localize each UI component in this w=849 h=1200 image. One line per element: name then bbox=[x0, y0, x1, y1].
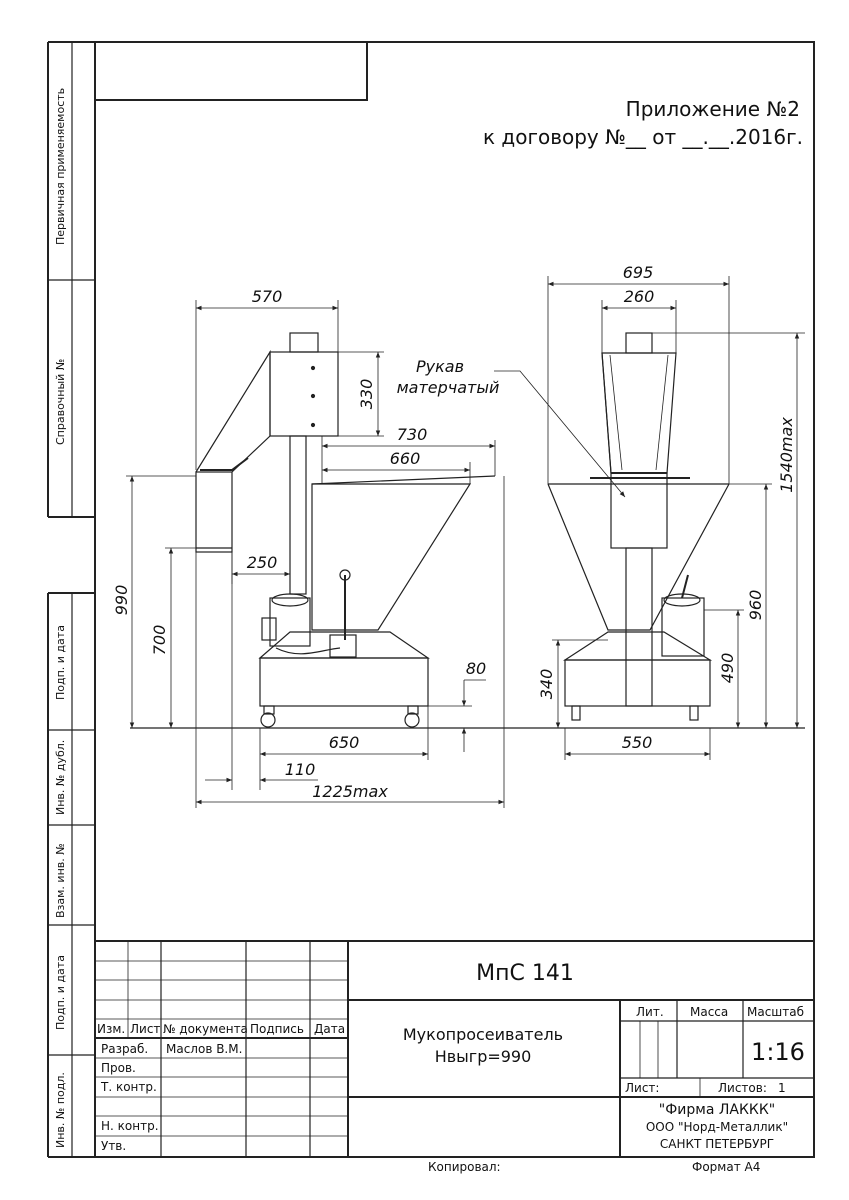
dim-660: 660 bbox=[390, 449, 421, 468]
appendix-subtitle: к договору №__ от __.__.2016г. bbox=[483, 125, 803, 149]
sleeve-callout: Рукав матерчатый bbox=[397, 357, 626, 498]
hdr-izm: Изм. bbox=[97, 1022, 125, 1036]
dim-80: 80 bbox=[466, 659, 486, 678]
dim-490: 490 bbox=[718, 653, 737, 684]
role-prov: Пров. bbox=[101, 1061, 136, 1075]
role-tkontr: Т. контр. bbox=[100, 1080, 157, 1094]
masshtab-label: Масштаб bbox=[747, 1005, 804, 1019]
side-label-inv-podl: Инв. № подл. bbox=[54, 1072, 67, 1148]
side-view-drawing bbox=[195, 332, 496, 728]
lit-label: Лит. bbox=[636, 1005, 664, 1019]
sheets-count: 1 bbox=[778, 1081, 786, 1095]
sheets-label: Листов: bbox=[718, 1081, 767, 1095]
dim-650: 650 bbox=[329, 733, 360, 752]
appendix-title: Приложение №2 bbox=[626, 97, 800, 121]
dim-730: 730 bbox=[397, 425, 428, 444]
copied-label: Копировал: bbox=[428, 1160, 501, 1174]
front-view-dimensions: 695 260 1540max 960 490 340 550 bbox=[537, 263, 805, 760]
callout-line1: Рукав bbox=[416, 357, 464, 376]
hdr-data: Дата bbox=[314, 1022, 345, 1036]
company-name: "Фирма ЛАККК" bbox=[659, 1102, 775, 1118]
dim-250: 250 bbox=[247, 553, 278, 572]
side-label-podp2: Подп. и дата bbox=[54, 955, 67, 1030]
side-view-dimensions: 570 330 730 660 250 990 700 80 bbox=[112, 287, 505, 808]
dim-330: 330 bbox=[357, 379, 376, 410]
dim-1225max: 1225max bbox=[312, 782, 388, 801]
side-label-inv-dubl: Инв. № дубл. bbox=[54, 740, 67, 815]
dim-695: 695 bbox=[623, 263, 654, 282]
role-utv: Утв. bbox=[101, 1139, 126, 1153]
hdr-doc: № документа bbox=[163, 1022, 248, 1036]
dim-990: 990 bbox=[112, 585, 131, 616]
side-labels: Первичная применяемость Справочный № Под… bbox=[54, 88, 67, 1148]
sheet-label: Лист: bbox=[625, 1081, 659, 1095]
side-label-sprav: Справочный № bbox=[54, 359, 67, 445]
format-label: Формат А4 bbox=[692, 1160, 760, 1174]
sheet-frame bbox=[47, 41, 815, 1158]
dim-700: 700 bbox=[150, 625, 169, 656]
title-block bbox=[95, 940, 814, 1158]
title-block-text: МпС 141 Мукопросеиватель Нвыгр=990 Изм. … bbox=[97, 961, 805, 1174]
dim-340: 340 bbox=[537, 669, 556, 700]
massa-label: Масса bbox=[690, 1005, 728, 1019]
company-city: САНКТ ПЕТЕРБУРГ bbox=[660, 1137, 774, 1151]
dim-260: 260 bbox=[624, 287, 655, 306]
role-nkontr: Н. контр. bbox=[101, 1119, 159, 1133]
product-name: Мукопросеиватель bbox=[403, 1025, 563, 1044]
side-label-perv: Первичная применяемость bbox=[54, 88, 67, 245]
dim-960: 960 bbox=[746, 590, 765, 621]
role-razrab: Разраб. bbox=[101, 1042, 148, 1056]
hdr-podpis: Подпись bbox=[250, 1022, 304, 1036]
dim-110: 110 bbox=[285, 760, 316, 779]
hdr-list: Лист bbox=[130, 1022, 160, 1036]
side-label-vzam: Взам. инв. № bbox=[54, 843, 67, 918]
developer-name: Маслов В.М. bbox=[166, 1042, 242, 1056]
designation: МпС 141 bbox=[476, 961, 574, 986]
company-llc: ООО "Норд-Металлик" bbox=[646, 1120, 788, 1134]
front-view-drawing bbox=[547, 332, 730, 721]
dim-570: 570 bbox=[252, 287, 283, 306]
scale-value: 1:16 bbox=[751, 1038, 805, 1066]
product-param: Нвыгр=990 bbox=[435, 1047, 532, 1066]
dim-1540max: 1540max bbox=[777, 417, 796, 493]
dim-550: 550 bbox=[622, 733, 653, 752]
callout-line2: матерчатый bbox=[397, 378, 500, 397]
side-label-podp1: Подп. и дата bbox=[54, 625, 67, 700]
